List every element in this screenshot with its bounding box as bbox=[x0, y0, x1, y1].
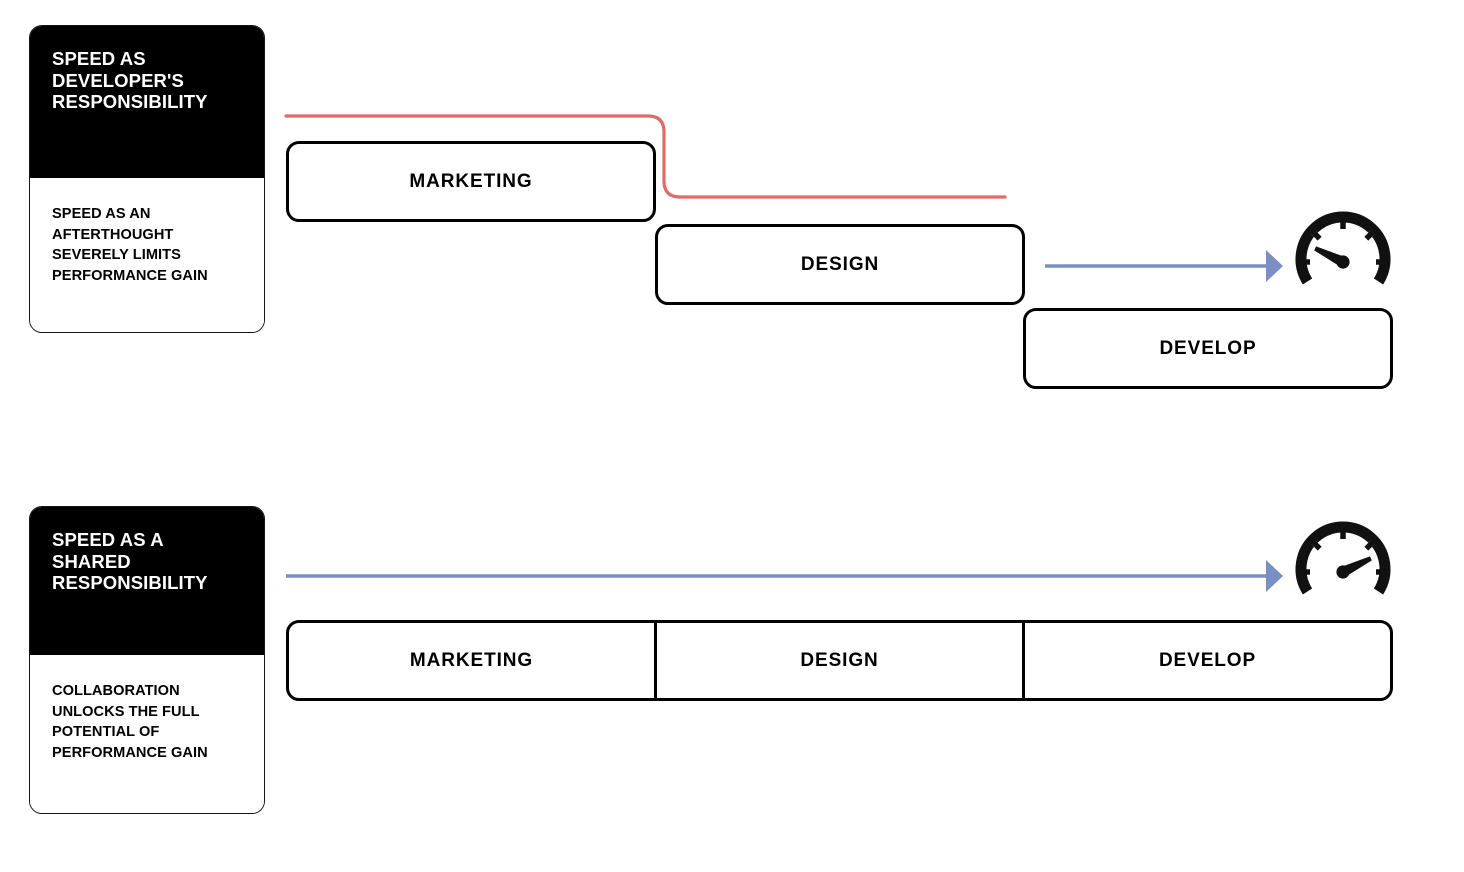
stage-segment-develop-shared[interactable]: DEVELOP bbox=[1022, 623, 1390, 698]
stage-segment-design-shared-label: DESIGN bbox=[800, 649, 879, 671]
stage-box-develop-siloed[interactable]: DEVELOP bbox=[1023, 308, 1393, 389]
info-card-siloed: SPEED AS DEVELOPER'S RESPONSIBILITY SPEE… bbox=[29, 25, 265, 333]
stage-segment-develop-shared-label: DEVELOP bbox=[1158, 649, 1257, 671]
stage-box-design-siloed-label: DESIGN bbox=[800, 253, 880, 275]
info-card-shared: SPEED AS A SHARED RESPONSIBILITY COLLABO… bbox=[29, 506, 265, 814]
stage-segment-marketing-shared[interactable]: MARKETING bbox=[289, 623, 654, 698]
info-card-siloed-heading: SPEED AS DEVELOPER'S RESPONSIBILITY bbox=[30, 26, 264, 178]
stage-box-develop-siloed-label: DEVELOP bbox=[1159, 337, 1257, 359]
info-card-shared-body: COLLABORATION UNLOCKS THE FULL POTENTIAL… bbox=[30, 655, 264, 813]
speed-arrow-siloed bbox=[1045, 250, 1283, 282]
info-card-siloed-body: SPEED AS AN AFTERTHOUGHT SEVERELY LIMITS… bbox=[30, 178, 264, 332]
stage-box-marketing-siloed-label: MARKETING bbox=[409, 170, 533, 192]
stage-box-marketing-siloed[interactable]: MARKETING bbox=[286, 141, 656, 222]
stage-segment-design-shared[interactable]: DESIGN bbox=[654, 623, 1022, 698]
info-card-shared-heading: SPEED AS A SHARED RESPONSIBILITY bbox=[30, 507, 264, 655]
speedometer-low-icon bbox=[1295, 211, 1391, 285]
combined-stage-bar: MARKETING DESIGN DEVELOP bbox=[286, 620, 1393, 701]
speedometer-high-icon bbox=[1295, 521, 1391, 595]
stage-box-design-siloed[interactable]: DESIGN bbox=[655, 224, 1025, 305]
stage-segment-marketing-shared-label: MARKETING bbox=[409, 649, 534, 671]
speed-arrow-shared bbox=[286, 560, 1283, 592]
